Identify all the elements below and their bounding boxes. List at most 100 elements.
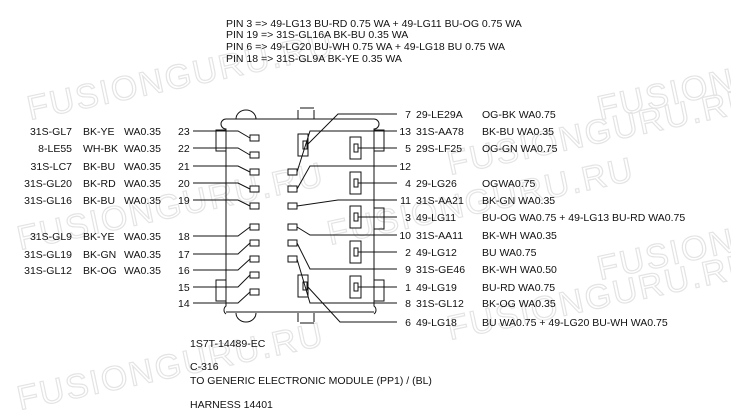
middle-pin-terminal [287, 185, 298, 193]
right-pin-number: 11 [400, 195, 411, 207]
left-wire-color: BK-RD [83, 178, 116, 190]
left-circuit: 31S-GL9 [30, 231, 72, 243]
left-wire-color: BK-YE [83, 126, 115, 138]
left-circuit: 31S-GL19 [24, 249, 72, 261]
right-pin-number: 2 [405, 247, 411, 259]
left-pin-number: 16 [178, 265, 190, 277]
left-wire-size: WA0.35 [124, 195, 161, 207]
left-wire-size: WA0.35 [124, 178, 161, 190]
right-wire-detail: BK-BU WA0.35 [482, 126, 554, 138]
right-pin-number: 7 [405, 109, 411, 121]
right-wire-lead [296, 199, 397, 207]
left-pin-number: 21 [178, 161, 190, 173]
watermark-text: FUSIONGURU.RU [444, 246, 731, 348]
note-line: PIN 6 => 49-LG20 BU-WH 0.75 WA + 49-LG18… [226, 41, 505, 53]
right-circuit: 31S-AA11 [416, 230, 463, 242]
left-pin-number: 17 [178, 249, 190, 261]
left-wire-color: BK-OG [83, 265, 117, 277]
middle-pin-terminal [287, 168, 298, 176]
right-pin-terminal [353, 143, 359, 153]
left-wire-lead [193, 226, 251, 237]
left-pin-terminal [249, 185, 260, 193]
left-pin-terminal [249, 239, 260, 247]
middle-pin-terminal [287, 223, 298, 231]
right-circuit: 29-LG26 [416, 178, 457, 190]
left-wire-lead [193, 147, 251, 156]
right-circuit: 29S-LF25 [416, 143, 462, 155]
left-wire-lead [193, 274, 251, 288]
left-wire-lead [193, 165, 251, 173]
left-wire-lead [193, 242, 251, 255]
left-pin-number: 22 [178, 143, 190, 155]
left-pin-number: 20 [178, 178, 190, 190]
right-pin-terminal [353, 212, 359, 222]
right-wire-lead [306, 113, 397, 146]
left-pin-number: 23 [178, 126, 190, 138]
middle-pin-terminal [287, 239, 298, 247]
right-wire-detail: OG-GN WA0.75 [482, 143, 558, 155]
left-wire-lead [193, 258, 251, 271]
left-pin-terminal [249, 202, 260, 210]
right-wire-lead [296, 130, 397, 173]
part-number: 1S7T-14489-EC [190, 338, 266, 350]
connector-description: TO GENERIC ELECTRONIC MODULE (PP1) / (BL… [190, 375, 432, 387]
right-wire-detail: BK-OG WA0.35 [482, 298, 556, 310]
left-wire-color: BK-YE [83, 231, 115, 243]
left-pin-number: 15 [178, 282, 190, 294]
left-wire-size: WA0.35 [124, 231, 161, 243]
left-wire-lead [193, 199, 251, 207]
watermark-text: FUSIONGURU.RU [14, 316, 328, 418]
right-pin-number: 5 [405, 143, 411, 155]
right-pin-number: 1 [405, 282, 411, 294]
left-circuit: 31S-GL16 [24, 195, 72, 207]
left-wire-size: WA0.35 [124, 249, 161, 261]
right-circuit: 31S-GE46 [416, 264, 465, 276]
right-circuit: 49-LG11 [416, 212, 456, 224]
right-wire-detail: BK-WH WA0.35 [482, 230, 557, 242]
right-pin-terminal [353, 247, 359, 257]
right-circuit: 29-LE29A [416, 109, 463, 121]
left-circuit: 31S-GL20 [24, 178, 72, 190]
left-pin-terminal [249, 255, 260, 263]
harness-label: HARNESS 14401 [190, 399, 273, 411]
left-pin-terminal [249, 271, 260, 279]
right-wire-lead [296, 226, 397, 236]
right-wire-detail: BU WA0.75 [482, 247, 537, 259]
connector-id: C-316 [190, 361, 219, 373]
left-wire-size: WA0.35 [124, 126, 161, 138]
left-circuit: 8-LE55 [38, 143, 72, 155]
right-pin-number: 4 [405, 178, 411, 190]
right-pin-number: 12 [399, 161, 411, 173]
left-circuit: 31S-GL7 [30, 126, 72, 138]
right-pin-terminal [353, 178, 359, 188]
right-wire-lead [306, 285, 397, 323]
left-wire-color: WH-BK [83, 143, 118, 155]
note-line: PIN 18 => 31S-GL9A BK-YE 0.35 WA [226, 53, 402, 65]
right-wire-detail: BU-RD WA0.75 [482, 282, 555, 294]
left-pin-number: 14 [178, 298, 190, 310]
right-circuit: 31S-AA78 [416, 126, 464, 138]
right-wire-detail: OG-BK WA0.75 [482, 109, 556, 121]
left-pin-terminal [249, 223, 260, 231]
left-wire-lead [193, 291, 251, 304]
right-pin-number: 3 [405, 212, 411, 224]
left-pin-number: 18 [178, 231, 190, 243]
right-pin-number: 10 [399, 230, 411, 242]
right-pin-number: 9 [405, 264, 411, 276]
right-pin-number: 6 [405, 317, 411, 329]
right-pin-number: 13 [399, 126, 411, 138]
left-wire-size: WA0.35 [124, 265, 161, 277]
left-wire-size: WA0.35 [124, 161, 161, 173]
left-pin-number: 19 [178, 195, 190, 207]
right-circuit: 49-LG18 [416, 317, 457, 329]
right-circuit: 49-LG19 [416, 282, 457, 294]
right-wire-lead [296, 242, 397, 270]
left-wire-color: BK-BU [83, 161, 115, 173]
left-circuit: 31S-LC7 [31, 161, 73, 173]
right-wire-detail: BK-GN WA0.35 [482, 195, 555, 207]
left-pin-terminal [249, 151, 260, 159]
right-pin-number: 8 [405, 298, 411, 310]
right-wire-detail: BU WA0.75 + 49-LG20 BU-WH WA0.75 [482, 317, 668, 329]
